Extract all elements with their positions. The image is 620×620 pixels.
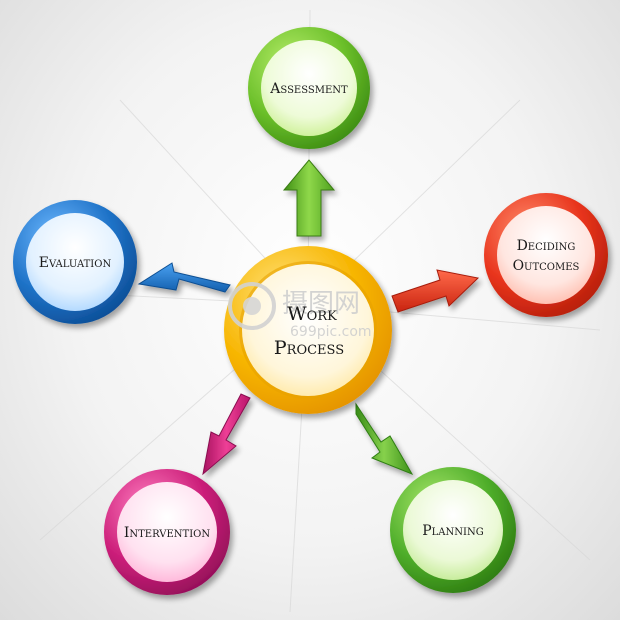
- center-label-line2: Process: [274, 337, 344, 359]
- node-evaluation-label: Evaluation: [39, 255, 112, 271]
- watermark-brand: 摄图网: [282, 289, 360, 319]
- node-evaluation: [13, 200, 137, 324]
- node-intervention-label: Intervention: [124, 525, 211, 541]
- center-label-line1: Work: [287, 303, 337, 325]
- node-planning: [390, 467, 516, 593]
- arrow-to-intervention: [202, 393, 251, 476]
- arrow-to-deciding-outcomes: [391, 269, 480, 313]
- node-intervention: [104, 469, 230, 595]
- node-planning-label: Planning: [422, 523, 483, 539]
- arrow-to-evaluation: [137, 262, 231, 293]
- node-deciding-label-line1: Deciding: [517, 238, 576, 254]
- watermark: 摄图网 699pic.com: [228, 282, 372, 340]
- node-assessment: [248, 27, 370, 149]
- arrow-to-planning: [355, 402, 414, 476]
- node-deciding-outcomes: [484, 193, 608, 317]
- arrow-to-assessment: [282, 159, 336, 237]
- node-assessment-label: Assessment: [269, 81, 348, 97]
- node-deciding-label-line2: Outcomes: [513, 258, 580, 274]
- watermark-url: 699pic.com: [290, 324, 372, 340]
